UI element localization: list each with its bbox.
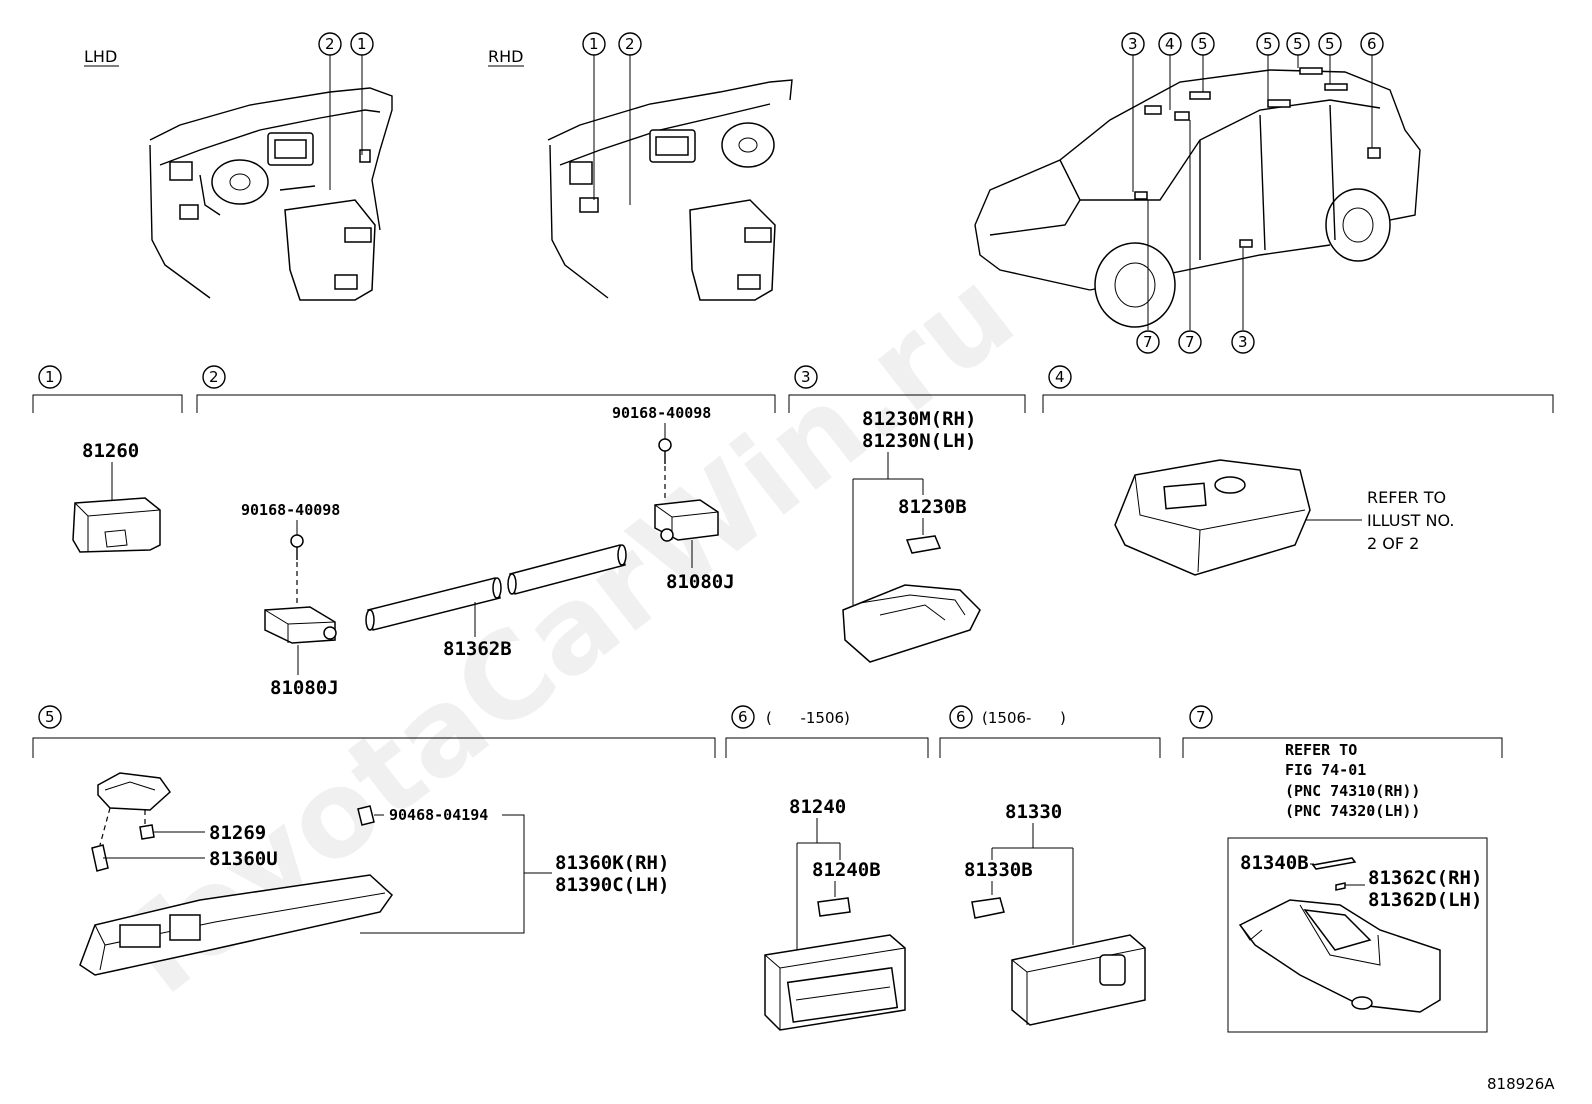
section-marker-6b: 6 bbox=[956, 708, 966, 726]
part-81330B: 81330B bbox=[964, 859, 1033, 881]
part-81330: 81330 bbox=[1005, 801, 1062, 823]
lhd-label: LHD bbox=[84, 47, 117, 66]
refer-illust-line3: 2 OF 2 bbox=[1367, 534, 1419, 553]
refer-illust-line2: ILLUST NO. bbox=[1367, 511, 1454, 530]
car-callout-5b: 5 bbox=[1263, 35, 1273, 53]
part-81360K: 81360K(RH) bbox=[555, 852, 669, 874]
car-callout-7b: 7 bbox=[1185, 333, 1195, 351]
rhd-label: RHD bbox=[488, 47, 523, 66]
rhd-callout-2: 2 bbox=[625, 35, 635, 53]
part-81269: 81269 bbox=[209, 822, 266, 844]
part-81260: 81260 bbox=[82, 440, 139, 462]
refer-fig-line2: FIG 74-01 bbox=[1285, 761, 1366, 779]
car-callout-5d: 5 bbox=[1325, 35, 1335, 53]
car-callout-7a: 7 bbox=[1143, 333, 1153, 351]
section-6b-range: (1506- ) bbox=[982, 709, 1066, 727]
section-marker-2: 2 bbox=[209, 368, 219, 386]
part-81230B: 81230B bbox=[898, 496, 967, 518]
part-90168-40098-right: 90168-40098 bbox=[612, 404, 711, 422]
car-callout-5c: 5 bbox=[1293, 35, 1303, 53]
section-marker-1: 1 bbox=[45, 368, 55, 386]
part-81230M: 81230M(RH) bbox=[862, 408, 976, 430]
section-1: 81260 bbox=[72, 440, 161, 553]
section-marker-5: 5 bbox=[45, 708, 55, 726]
part-81360U: 81360U bbox=[209, 848, 278, 870]
section-2: 90168-40098 81080J 81362B 90168-40098 81… bbox=[241, 404, 735, 699]
section-4: REFER TO ILLUST NO. 2 OF 2 bbox=[1114, 459, 1454, 576]
car-callout-4: 4 bbox=[1165, 35, 1175, 53]
rhd-dashboard-illustration: RHD 1 2 bbox=[488, 32, 793, 301]
part-81362B: 81362B bbox=[443, 638, 512, 660]
section-6a-range: ( -1506) bbox=[766, 709, 850, 727]
section-6b: 81330 81330B bbox=[964, 801, 1146, 1026]
part-90168-40098-left: 90168-40098 bbox=[241, 501, 340, 519]
section-7: REFER TO FIG 74-01 (PNC 74310(RH)) (PNC … bbox=[1227, 741, 1488, 1033]
lhd-dashboard-illustration: LHD 2 1 bbox=[84, 32, 393, 301]
section-marker-4: 4 bbox=[1055, 368, 1065, 386]
part-81080J-left: 81080J bbox=[270, 677, 339, 699]
car-callout-3-bottom: 3 bbox=[1238, 333, 1248, 351]
part-81362C: 81362C(RH) bbox=[1368, 867, 1482, 889]
sun-visor-box bbox=[1227, 837, 1488, 1033]
lhd-callout-1: 1 bbox=[357, 35, 367, 53]
section-5: 81269 81360U 90468-04194 81360K(RH) 8139… bbox=[79, 772, 669, 976]
pnc-rh: (PNC 74310(RH)) bbox=[1285, 782, 1420, 800]
section-headers-row1: 1 2 3 4 bbox=[32, 365, 1554, 413]
pnc-lh: (PNC 74320(LH)) bbox=[1285, 802, 1420, 820]
figure-id: 818926A bbox=[1487, 1075, 1555, 1093]
section-marker-6a: 6 bbox=[738, 708, 748, 726]
section-marker-7: 7 bbox=[1196, 708, 1206, 726]
part-81240: 81240 bbox=[789, 796, 846, 818]
car-callout-3: 3 bbox=[1128, 35, 1138, 53]
car-callout-5a: 5 bbox=[1198, 35, 1208, 53]
part-81362D: 81362D(LH) bbox=[1368, 889, 1482, 911]
part-81080J-right: 81080J bbox=[666, 571, 735, 593]
section-marker-3: 3 bbox=[801, 368, 811, 386]
part-81230N: 81230N(LH) bbox=[862, 430, 976, 452]
section-3: 81230M(RH) 81230N(LH) 81230B bbox=[842, 408, 981, 663]
part-81240B: 81240B bbox=[812, 859, 881, 881]
rhd-callout-1: 1 bbox=[589, 35, 599, 53]
part-81340B: 81340B bbox=[1240, 852, 1309, 874]
section-6a: 81240 81240B bbox=[764, 796, 906, 1031]
section-headers-row2: 5 6 ( -1506) 6 (1506- ) 7 bbox=[32, 705, 1503, 758]
part-81390C: 81390C(LH) bbox=[555, 874, 669, 896]
lhd-callout-2: 2 bbox=[325, 35, 335, 53]
refer-illust-line1: REFER TO bbox=[1367, 488, 1446, 507]
refer-fig-line1: REFER TO bbox=[1285, 741, 1357, 759]
car-callout-6: 6 bbox=[1367, 35, 1377, 53]
vehicle-illustration: 3 4 5 5 5 5 6 7 7 3 bbox=[974, 32, 1421, 354]
part-90468-04194: 90468-04194 bbox=[389, 806, 488, 824]
